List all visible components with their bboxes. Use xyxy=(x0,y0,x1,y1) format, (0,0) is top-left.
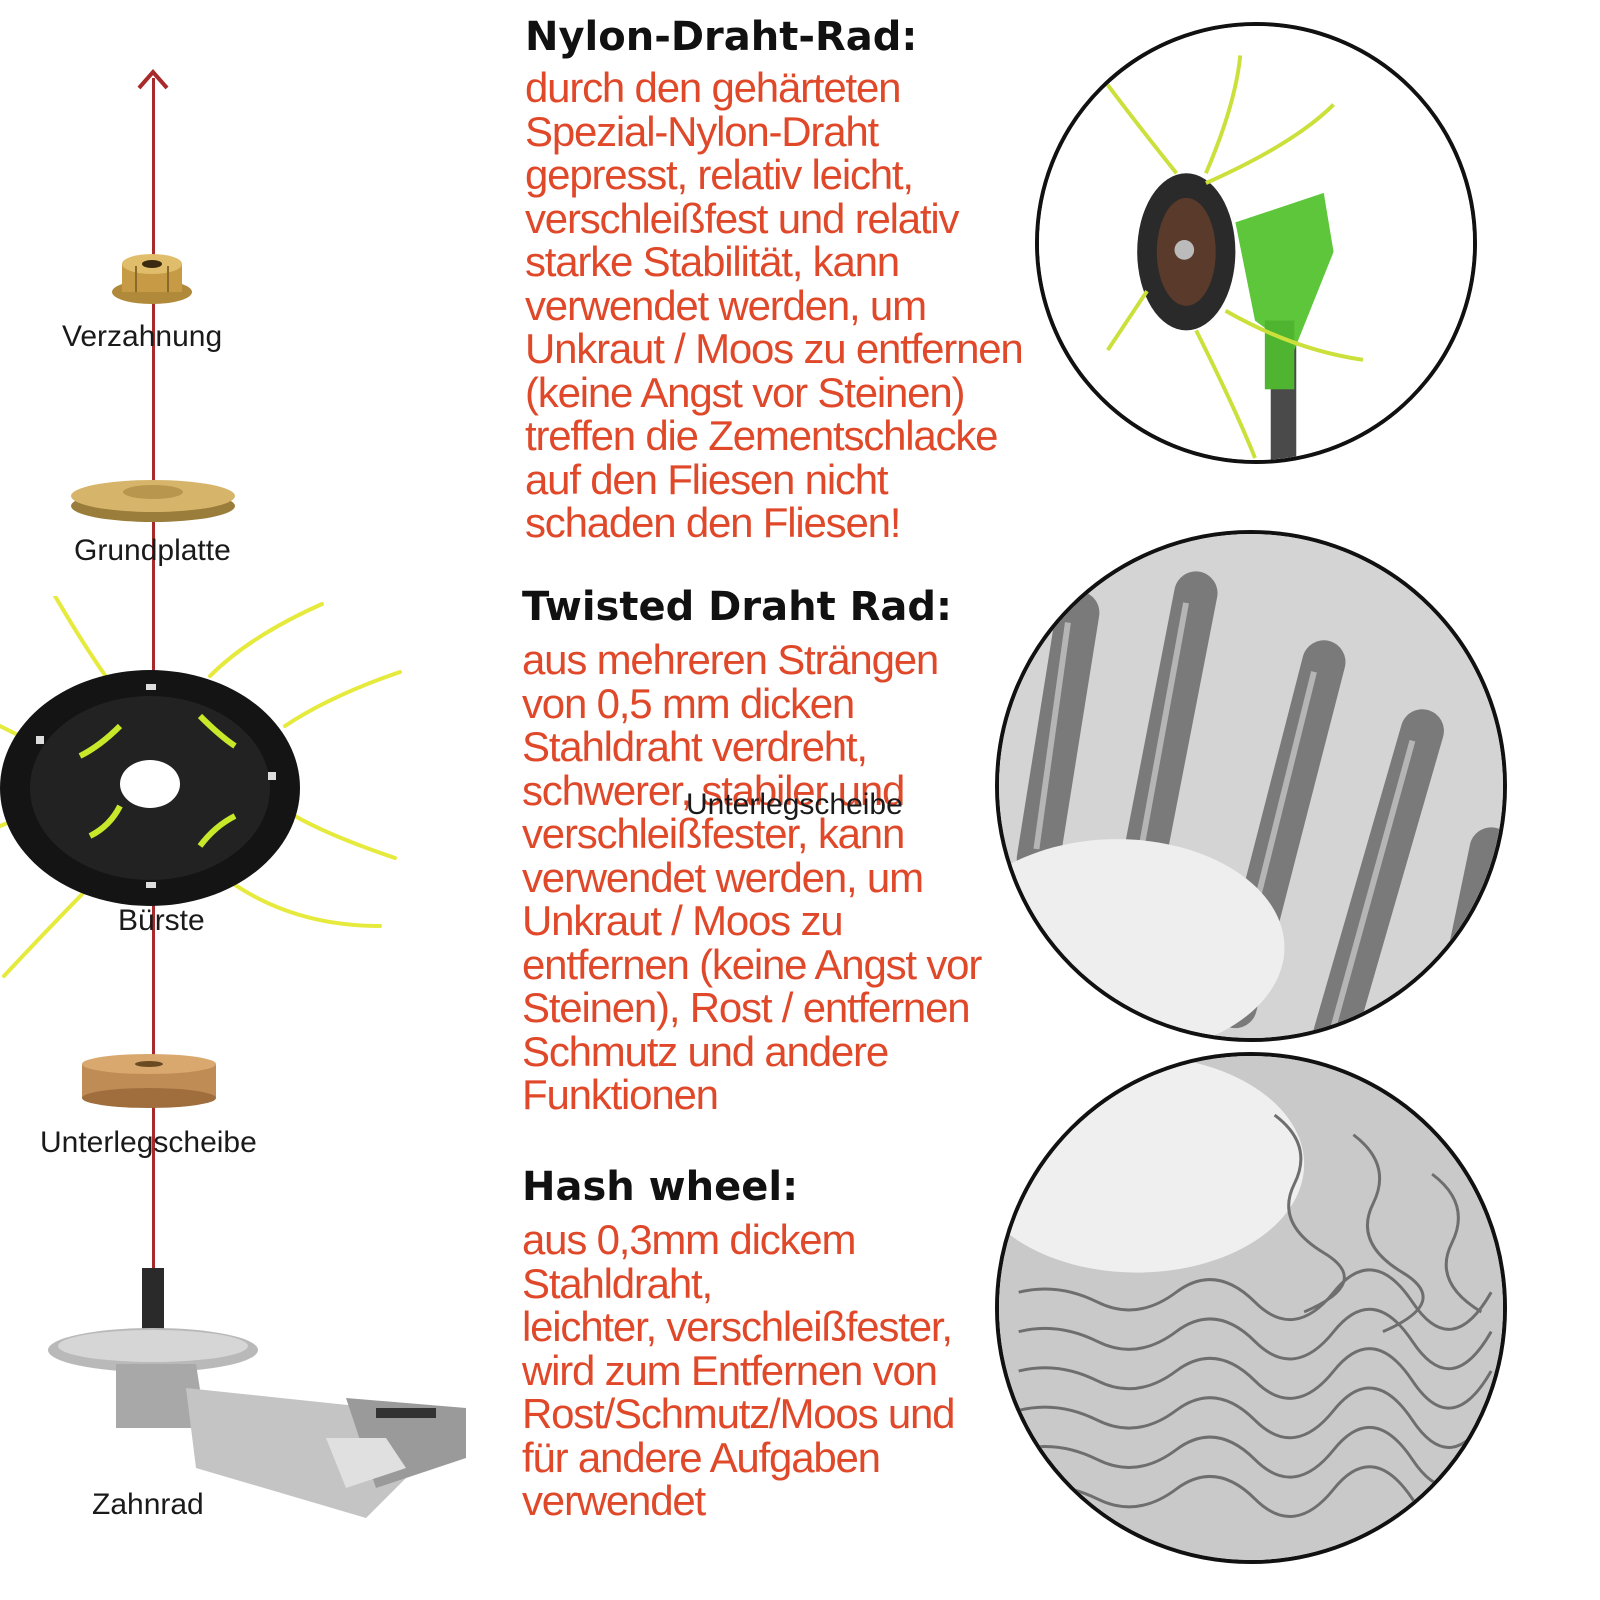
part-label-unterlegscheibe: Unterlegscheibe xyxy=(40,1126,257,1159)
part-label-verzahnung: Verzahnung xyxy=(62,320,223,353)
section-heading-nylon: Nylon-Draht-Rad: xyxy=(525,14,918,60)
crimped-wire-photo xyxy=(995,1052,1507,1564)
part-label-grundplatte: Grundplatte xyxy=(74,534,231,567)
twisted-wire-photo xyxy=(995,530,1507,1042)
section-heading-hash: Hash wheel: xyxy=(522,1164,799,1210)
crimped-wire-illustration xyxy=(999,1056,1503,1560)
section-text-hash: aus 0,3mm dickem Stahldraht, leichter, v… xyxy=(522,1216,956,1524)
section-text-twisted: aus mehreren Strängen von 0,5 mm dicken … xyxy=(522,636,982,1118)
nylon-trimmer-photo xyxy=(1035,22,1477,464)
nylon-trimmer-illustration xyxy=(1039,26,1473,460)
gearbox-icon xyxy=(48,1268,466,1518)
section-heading-twisted: Twisted Draht Rad: xyxy=(522,584,953,630)
washer-icon xyxy=(82,1054,216,1108)
part-label-zahnrad: Zahnrad xyxy=(92,1488,204,1521)
part-label-buerste: Bürste xyxy=(118,904,205,937)
section-text-nylon: durch den gehärteten Spezial-Nylon-Draht… xyxy=(525,64,1024,546)
arrow-up-icon xyxy=(137,68,169,90)
twisted-wire-illustration xyxy=(999,534,1503,1038)
nylon-brush-head-icon xyxy=(0,596,402,978)
flange-nut-icon xyxy=(112,254,192,304)
base-plate-icon xyxy=(71,480,235,522)
overlay-label-unterlegscheibe: Unterlegscheibe xyxy=(686,788,903,821)
